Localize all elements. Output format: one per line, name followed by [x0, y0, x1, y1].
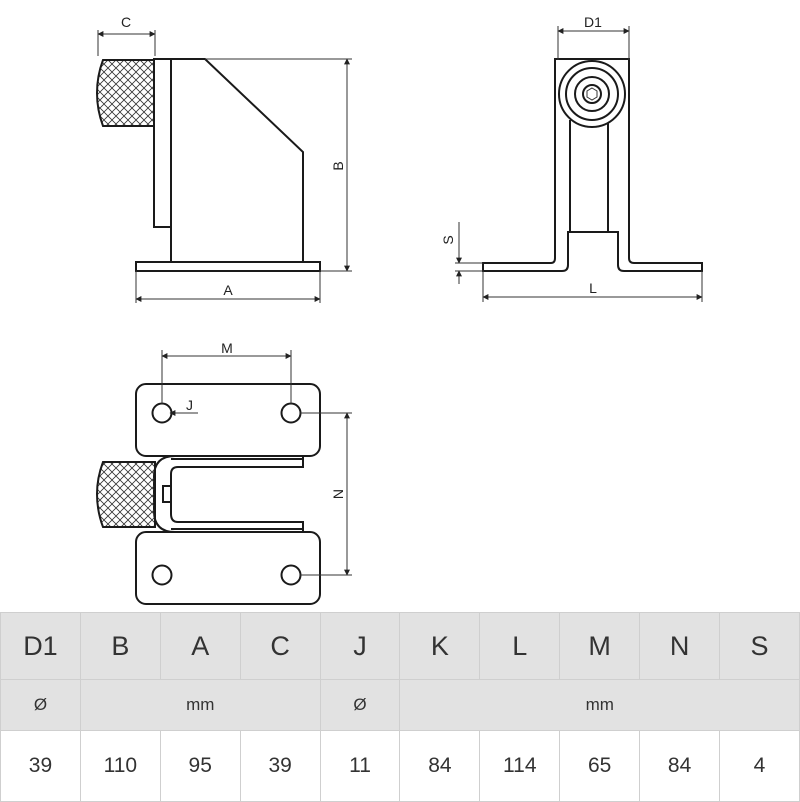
bumper-circle-outer — [558, 60, 626, 128]
mounting-hole-3 — [151, 564, 173, 586]
value-cell-d1: 39 — [0, 730, 81, 802]
bolt-hex — [586, 87, 598, 101]
u-channel-top — [153, 455, 304, 533]
side-view: C B A — [95, 14, 352, 303]
dim-label-j: J — [186, 397, 193, 413]
table-unit-row: Ø mm Ø mm — [0, 679, 800, 731]
value-cell-c: 39 — [239, 730, 321, 802]
unit-cell-d1: Ø — [0, 679, 81, 731]
value-cell-k: 84 — [399, 730, 481, 802]
top-view: M J N — [95, 340, 352, 605]
header-cell-a: A — [159, 612, 241, 680]
value-cell-j: 11 — [319, 730, 401, 802]
unit-cell-j: Ø — [319, 679, 401, 731]
base-plate-side — [135, 261, 321, 272]
value-cell-b: 110 — [79, 730, 161, 802]
header-cell-c: C — [239, 612, 321, 680]
bumper-circle-mid — [565, 67, 619, 121]
header-cell-m: M — [559, 612, 641, 680]
header-cell-d1: D1 — [0, 612, 81, 680]
rubber-bumper-side — [95, 59, 156, 127]
dim-label-b: B — [330, 161, 346, 170]
bracket-front — [482, 58, 703, 272]
bumper-circle-inner — [574, 76, 610, 112]
dim-label-s: S — [440, 235, 456, 244]
dim-label-m: M — [221, 340, 233, 356]
unit-cell-mm-2: mm — [399, 679, 800, 731]
header-cell-n: N — [639, 612, 721, 680]
foot-plate-top — [135, 383, 321, 457]
dim-label-n: N — [330, 489, 346, 499]
front-plate-side — [153, 58, 172, 228]
value-cell-m: 65 — [559, 730, 641, 802]
rubber-bumper-top — [95, 461, 156, 528]
unit-cell-mm-1: mm — [79, 679, 321, 731]
header-cell-b: B — [79, 612, 161, 680]
dimensions-table: D1 B A C J K L M N S Ø mm Ø mm 39 110 95… — [0, 612, 800, 802]
header-cell-k: K — [399, 612, 481, 680]
header-cell-s: S — [719, 612, 800, 680]
value-cell-a: 95 — [159, 730, 241, 802]
value-cell-s: 4 — [719, 730, 800, 802]
value-cell-n: 84 — [639, 730, 721, 802]
value-cell-l: 114 — [479, 730, 561, 802]
dim-label-l: L — [589, 280, 597, 296]
foot-plate-bottom — [135, 531, 321, 605]
header-cell-l: L — [479, 612, 561, 680]
dim-label-d1: D1 — [584, 14, 602, 30]
dim-label-a: A — [223, 282, 233, 298]
dim-label-c: C — [121, 14, 131, 30]
table-values-row: 39 110 95 39 11 84 114 65 84 4 — [0, 730, 800, 802]
table-header-row: D1 B A C J K L M N S — [0, 612, 800, 680]
bolt-head — [582, 84, 602, 104]
front-view: D1 S L — [440, 14, 703, 302]
bolt-nub-top — [162, 485, 172, 503]
body-side — [170, 58, 304, 263]
technical-drawing: C B A D1 S — [95, 14, 703, 605]
header-cell-j: J — [319, 612, 401, 680]
